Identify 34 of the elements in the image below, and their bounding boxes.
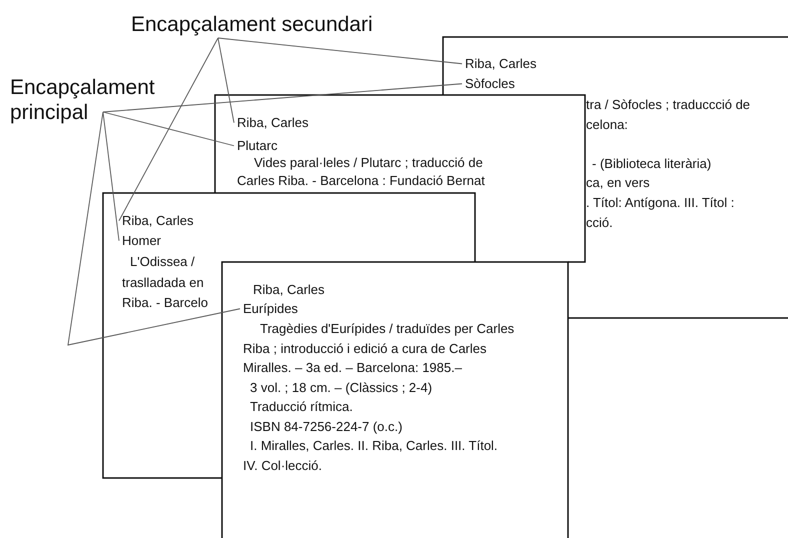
card-text: 3 vol. ; 18 cm. – (Clàssics ; 2-4): [250, 378, 432, 397]
card-heading: Riba, Carles: [122, 211, 194, 230]
card-text: celona:: [586, 116, 628, 134]
card-text: traslladada en: [122, 274, 204, 292]
card-text: ca, en vers: [586, 174, 650, 192]
card-text: I. Miralles, Carles. II. Riba, Carles. III. Títol. IV. Col·lecció.: [243, 437, 498, 474]
leader-line: [67, 112, 240, 346]
card-text: cció.: [586, 214, 613, 232]
card-heading: Eurípides: [243, 299, 298, 318]
card-heading: Riba, Carles: [237, 113, 309, 132]
card-heading: Riba, Carles: [253, 280, 325, 300]
card-heading: Riba, Carles: [465, 54, 537, 74]
heading-label: Encapçalament principal: [10, 75, 170, 125]
card-heading: Sòfocles: [465, 74, 515, 94]
leader-line: [218, 38, 234, 124]
card-text: Riba. - Barcelo: [122, 294, 208, 312]
card-text: . Títol: Antígona. III. Títol :: [586, 194, 734, 212]
leader-line: [102, 112, 120, 242]
catalog-card: [215, 95, 585, 262]
catalog-card: [222, 262, 568, 538]
card-text: ISBN 84-7256-224-7 (o.c.): [250, 418, 402, 436]
leader-line: [218, 38, 462, 64]
heading-label: Encapçalament secundari: [131, 12, 381, 37]
card-text: tra / Sòfocles ; traduccció de: [586, 96, 750, 114]
leader-line: [102, 83, 462, 112]
card-heading: Plutarc: [237, 136, 278, 156]
card-heading: Homer: [122, 231, 162, 250]
card-text: Traducció rítmica.: [250, 398, 353, 416]
card-text: Tragèdies d'Eurípides / traduïdes per Carles Riba ; introducció i edició a cura de Carles Miralles. – 3a ed. – Barcelona: 1985.–: [243, 320, 516, 377]
card-text: L'Odissea /: [130, 253, 195, 271]
leader-line: [118, 38, 218, 222]
card-text: Vides paral·leles / Plutarc ; traducció de Carles Riba. - Barcelona : Fundació Bernat: [237, 154, 486, 190]
leader-line: [102, 112, 234, 146]
card-text: - (Biblioteca literària): [592, 155, 712, 173]
